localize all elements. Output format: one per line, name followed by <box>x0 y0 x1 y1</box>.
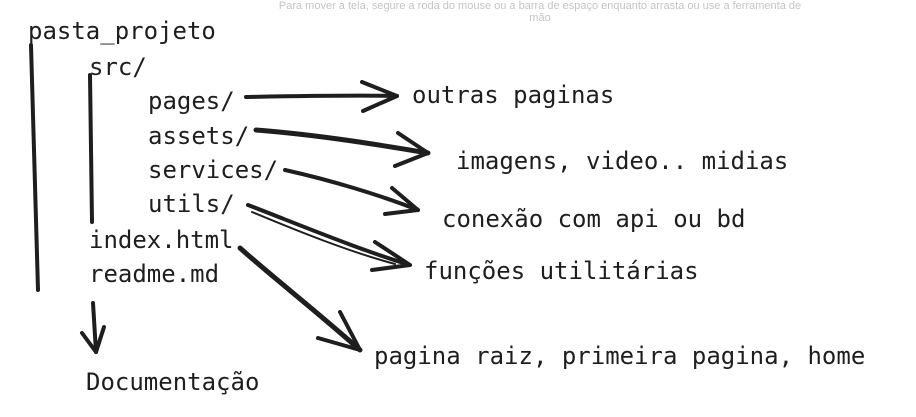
arrow-utils-inner <box>251 211 396 265</box>
arrow-index <box>237 245 363 353</box>
note-index: pagina raiz, primeira pagina, home <box>374 342 866 370</box>
arrow-services-head <box>383 186 420 216</box>
note-pages: outras paginas <box>412 81 615 109</box>
arrow-readme <box>91 301 98 354</box>
arrow-index-head <box>316 310 362 352</box>
tree-src: src/ <box>89 53 147 81</box>
arrow-utils-head <box>370 240 412 272</box>
arrow-services <box>283 168 420 212</box>
canvas-hint: Para mover a tela, segure a roda do mous… <box>278 0 802 24</box>
note-readme: Documentação <box>86 368 260 396</box>
arrow-assets-head <box>393 131 430 168</box>
root-tree-line <box>29 43 40 292</box>
note-services: conexão com api ou bd <box>442 205 746 233</box>
arrow-pages <box>244 93 399 99</box>
note-utils: funções utilitárias <box>424 257 699 285</box>
arrow-assets <box>253 127 431 156</box>
src-tree-line <box>88 73 94 224</box>
note-assets: imagens, video.. midias <box>456 147 789 175</box>
tree-readme: readme.md <box>89 260 220 288</box>
tree-root: pasta_projeto <box>28 17 216 45</box>
arrow-readme-head <box>80 325 106 354</box>
arrow-utils <box>246 203 412 267</box>
tree-pages: pages/ <box>148 87 235 115</box>
tree-services: services/ <box>148 156 279 184</box>
tree-index: index.html <box>89 226 234 254</box>
tree-assets: assets/ <box>148 122 250 150</box>
tree-utils: utils/ <box>148 190 235 218</box>
arrow-pages-head <box>360 80 399 113</box>
